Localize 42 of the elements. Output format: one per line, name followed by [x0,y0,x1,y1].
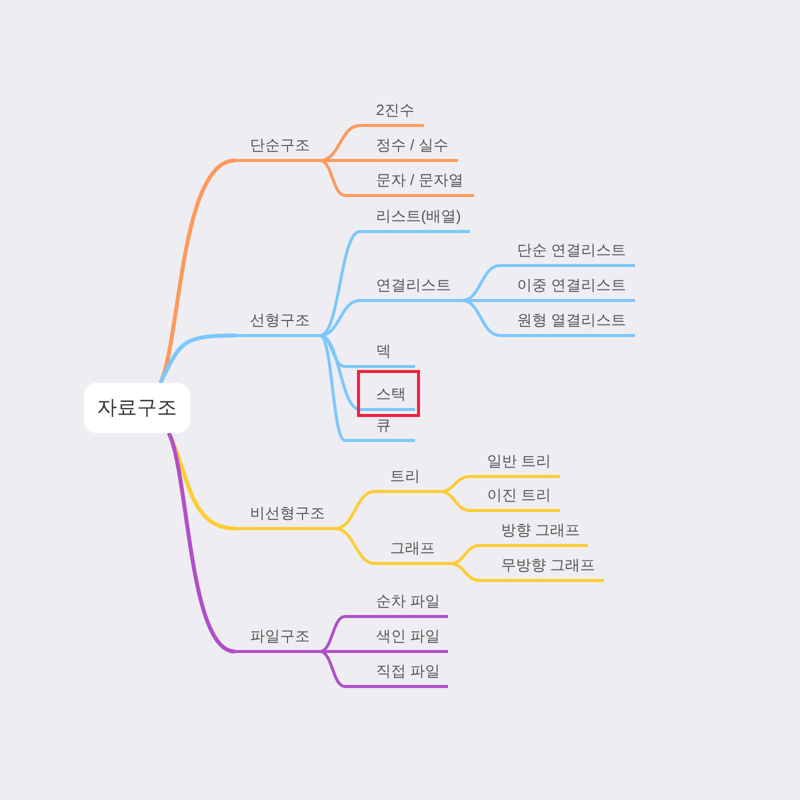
branch-curve [166,432,236,654]
branch-curve [319,230,361,337]
topic-label: 그래프 [375,539,450,565]
topic-label: 파일구조 [235,627,320,653]
branch-curve [450,544,480,565]
branch-curve [440,490,470,512]
topic-label: 이중 연결리스트 [500,276,635,302]
topic-label: 문자 / 문자열 [345,171,474,197]
branch-curve [320,650,346,688]
topic-label: 트리 [375,467,440,493]
branch-curve [334,490,376,530]
branch-curve [320,615,346,653]
branch-curve [462,264,500,302]
topic-label: 방향 그래프 [480,521,588,547]
topic-label: 덱 [345,342,415,368]
branch-curve [462,299,500,337]
topic-label: 비선형구조 [235,504,335,530]
topic-label: 선형구조 [235,311,320,337]
branch-curve [158,334,236,384]
topic-label: 무방향 그래프 [480,556,604,582]
topic-label: 이진 트리 [470,486,560,512]
topic-label: 정수 / 실수 [360,136,458,162]
topic-label: 원형 열결리스트 [500,311,635,337]
branch-curve [450,562,480,582]
topic-label: 큐 [345,416,415,442]
topic-label: 일반 트리 [470,452,560,478]
topic-label: 색인 파일 [345,627,448,653]
topic-label: 2진수 [360,101,424,127]
topic-label: 단순 연결리스트 [500,241,635,267]
root-topic: 자료구조 [84,383,190,433]
branch-curve [334,527,376,565]
topic-label: 스택 [360,385,415,411]
topic-label: 연결리스트 [360,276,462,302]
highlight-frame [357,370,420,417]
branch-curve [320,124,360,162]
topic-label: 리스트(배열) [360,207,470,233]
branch-curve [320,299,360,337]
branch-curve [320,159,346,197]
branch-curve [319,334,346,442]
topic-label: 순차 파일 [345,592,448,618]
topic-label: 직접 파일 [345,662,448,688]
topic-label: 단순구조 [235,136,320,162]
